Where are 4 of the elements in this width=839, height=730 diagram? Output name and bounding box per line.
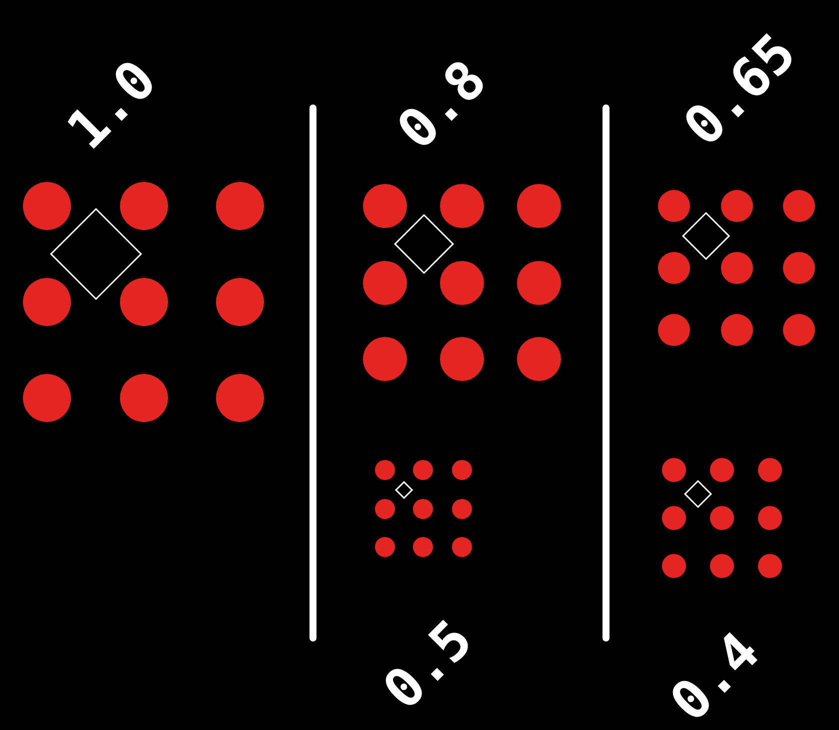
pitch-label: 0.5 [374,611,482,719]
pitch-label: 0.8 [388,51,496,159]
pitch-label: 1.0 [58,51,166,159]
pitch-label: 0.4 [661,623,769,730]
